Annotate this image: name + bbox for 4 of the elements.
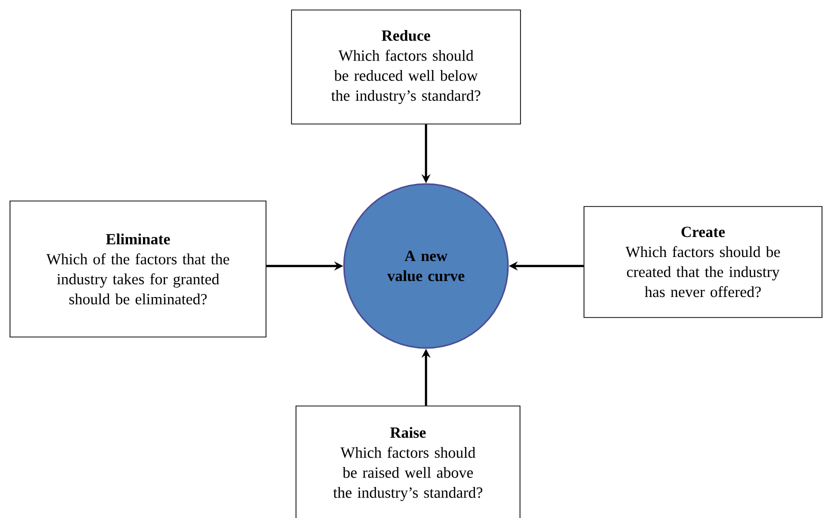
question-box: Raise Which factors should be raised well above the industry’s standard? [296,406,520,518]
question-box: Reduce Which factors should be reduced well below the industry’s standard? [291,10,521,124]
question-box: Eliminate Which of the factors that the industry takes for granted should be eliminated? [10,200,266,338]
question-box: Create Which factors should be created that the industry has never offered? [584,206,822,318]
